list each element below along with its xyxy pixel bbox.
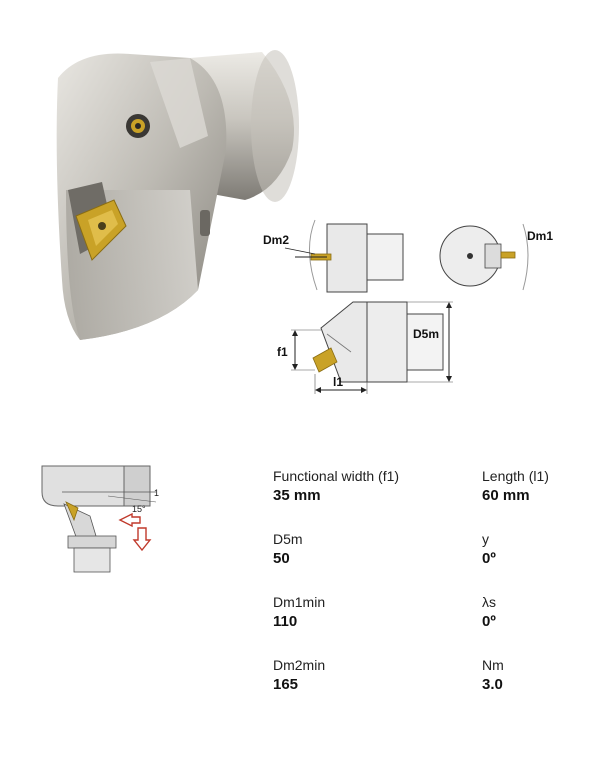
dm2-label: Dm2 bbox=[263, 233, 289, 247]
spec-length: Length (l1) 60 mm bbox=[482, 468, 549, 504]
dm1-label: Dm1 bbox=[527, 229, 553, 243]
spec-d5m: D5m 50 bbox=[273, 531, 303, 567]
l1-label: l1 bbox=[333, 375, 343, 389]
f1-label: f1 bbox=[277, 345, 288, 359]
spec-label: D5m bbox=[273, 531, 303, 547]
spec-dm1min: Dm1min 110 bbox=[273, 594, 325, 630]
spec-label: Functional width (f1) bbox=[273, 468, 400, 484]
spec-dm2min: Dm2min 165 bbox=[273, 657, 325, 693]
angle-label: 15° bbox=[132, 504, 146, 514]
dimension-drawing: Dm2 Dm1 D5m f1 l1 bbox=[263, 219, 553, 394]
spec-label: λs bbox=[482, 594, 496, 610]
spec-value: 3.0 bbox=[482, 676, 503, 693]
product-photo bbox=[56, 50, 299, 340]
spec-label: y bbox=[482, 531, 489, 547]
spec-value: 60 mm bbox=[482, 487, 530, 504]
spec-value: 35 mm bbox=[273, 487, 321, 504]
spec-value: 110 bbox=[273, 613, 298, 630]
spec-value: 0º bbox=[482, 550, 496, 567]
spec-value: 165 bbox=[273, 676, 299, 693]
d5m-label: D5m bbox=[413, 327, 439, 341]
spec-functional-width: Functional width (f1) 35 mm bbox=[273, 468, 399, 504]
spec-label: Nm bbox=[482, 657, 504, 673]
spec-label: Length (l1) bbox=[482, 468, 549, 484]
spec-value: 50 bbox=[273, 550, 290, 567]
spec-nm: Nm 3.0 bbox=[482, 657, 504, 693]
spec-label: Dm1min bbox=[273, 594, 326, 610]
offset-label: 1 bbox=[154, 488, 159, 498]
application-diagram: 15° 1 bbox=[41, 465, 159, 573]
spec-y: y 0º bbox=[482, 531, 496, 567]
spec-value: 0º bbox=[482, 613, 496, 630]
spec-lambda-s: λs 0º bbox=[482, 594, 496, 630]
spec-label: Dm2min bbox=[273, 657, 326, 673]
